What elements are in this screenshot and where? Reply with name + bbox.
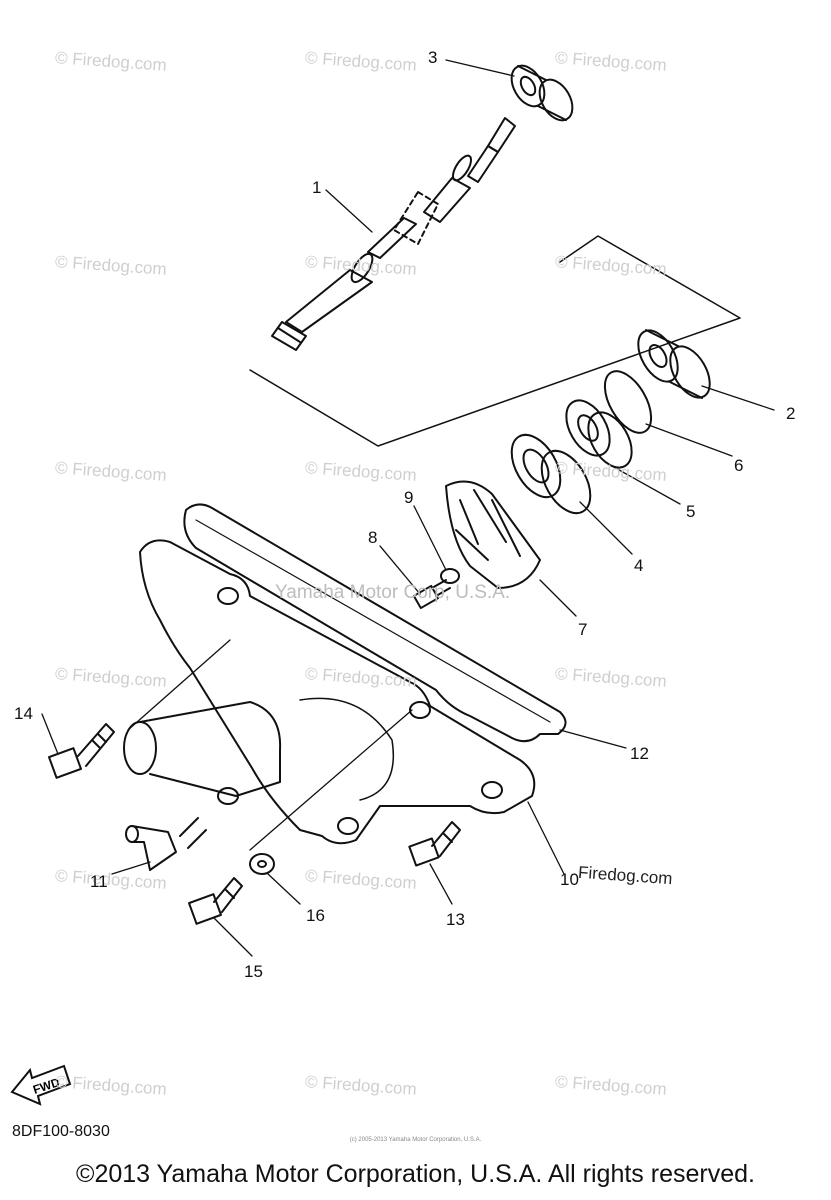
callout-7: 7 [578,620,588,639]
bolt-part-15 [188,877,243,925]
callout-10: 10 [560,870,579,889]
callout-15: 15 [244,962,263,981]
bolt-part-13 [408,821,461,867]
callout-12: 12 [630,744,649,763]
callout-1: 1 [312,178,322,197]
callout-14: 14 [14,704,33,723]
leader-lines [41,59,775,957]
callout-3: 3 [428,48,438,67]
callout-11: 11 [90,872,108,891]
callout-8: 8 [368,528,378,547]
washer-part-16 [249,853,275,875]
seal-part-5 [565,399,633,469]
impeller-part-7 [445,480,541,589]
bearing-part-2 [637,329,711,399]
gasket-part-12 [183,503,567,743]
washer-part-9 [440,568,460,584]
callout-13: 13 [446,910,465,929]
bearing-part-3 [510,64,574,122]
copyright-notice: ©2013 Yamaha Motor Corporation, U.S.A. A… [76,1160,755,1188]
housing-cover-part-10 [139,539,536,845]
callout-2: 2 [786,404,796,423]
fine-print: (c) 2005-2013 Yamaha Motor Corporation, … [349,1137,482,1143]
callout-9: 9 [404,488,414,507]
drawing-code: 8DF100-8030 [12,1123,110,1140]
circlip-part-6 [603,370,653,434]
bolt-part-8 [412,579,451,610]
outlet-pipe [123,701,282,805]
center-watermark: Yamaha Motor Corp, U.S.A. [275,582,511,603]
callout-4: 4 [634,556,644,575]
fitting-part-11 [125,817,207,871]
callout-16: 16 [306,906,325,925]
bolt-part-14 [48,723,115,779]
mechanical-seal-part-4 [510,433,592,515]
callout-6: 6 [734,456,744,475]
assembly-bracket [249,235,741,447]
callout-5: 5 [686,502,696,521]
shaft-part-1 [271,117,516,351]
